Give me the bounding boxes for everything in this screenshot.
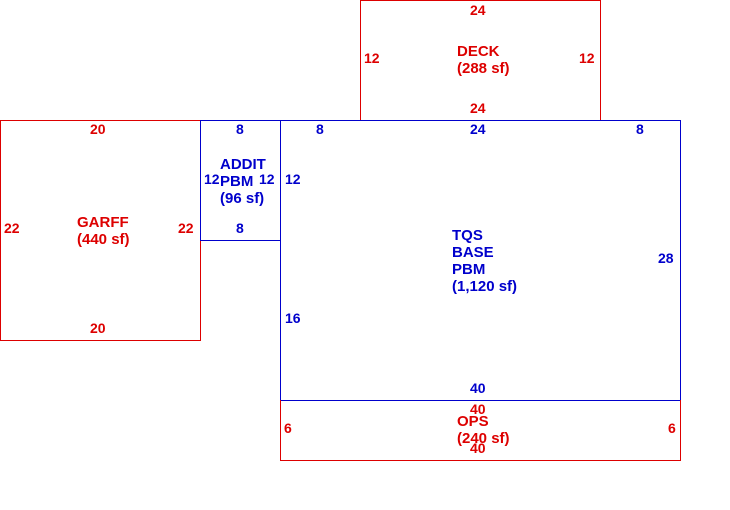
ops-area-value: (240 sf) xyxy=(457,430,510,447)
garff-area-value: (440 sf) xyxy=(77,231,130,248)
addit-area-value: (96 sf) xyxy=(220,190,265,207)
ops-label: OPS (240 sf) xyxy=(457,413,510,447)
addit-bottom-dimension: 8 xyxy=(236,220,244,236)
tqs-name-line3: PBM xyxy=(452,261,486,278)
ops-area xyxy=(280,400,681,461)
addit-name-line2: PBM xyxy=(220,173,254,190)
tqs-top-right-dimension: 8 xyxy=(636,121,644,137)
deck-top-dimension: 24 xyxy=(470,2,486,18)
addit-right-dimension: 12 xyxy=(259,171,275,187)
tqs-base-pbm-area xyxy=(280,120,681,401)
ops-right-dimension: 6 xyxy=(668,420,676,436)
deck-left-dimension: 12 xyxy=(364,50,380,66)
garff-name: GARFF xyxy=(77,214,129,231)
tqs-top-left-dimension: 8 xyxy=(316,121,324,137)
garff-label: GARFF (440 sf) xyxy=(77,214,130,248)
tqs-label: TQS BASE PBM (1,120 sf) xyxy=(452,227,517,295)
tqs-bottom-dimension: 40 xyxy=(470,380,486,396)
tqs-right-dimension: 28 xyxy=(658,250,674,266)
deck-label: DECK (288 sf) xyxy=(457,43,510,77)
tqs-name-line2: BASE xyxy=(452,244,494,261)
addit-label: ADDIT PBM (96 sf) xyxy=(220,156,266,207)
tqs-left-lower-dimension: 16 xyxy=(285,310,301,326)
ops-name: OPS xyxy=(457,413,489,430)
garff-bottom-dimension: 20 xyxy=(90,320,106,336)
addit-left-dimension: 12 xyxy=(204,171,220,187)
ops-top-dimension: 40 xyxy=(470,401,486,417)
deck-right-dimension: 12 xyxy=(579,50,595,66)
tqs-left-upper-dimension: 12 xyxy=(285,171,301,187)
deck-area-value: (288 sf) xyxy=(457,60,510,77)
addit-name-line1: ADDIT xyxy=(220,156,266,173)
ops-left-dimension: 6 xyxy=(284,420,292,436)
deck-name: DECK xyxy=(457,43,500,60)
garff-right-dimension: 22 xyxy=(178,220,194,236)
tqs-name-line1: TQS xyxy=(452,227,483,244)
addit-top-dimension: 8 xyxy=(236,121,244,137)
ops-bottom-dimension: 40 xyxy=(470,440,486,456)
tqs-area-value: (1,120 sf) xyxy=(452,278,518,295)
tqs-top-dimension: 24 xyxy=(470,121,486,137)
garff-left-dimension: 22 xyxy=(4,220,20,236)
garff-top-dimension: 20 xyxy=(90,121,106,137)
deck-bottom-dimension: 24 xyxy=(470,100,486,116)
